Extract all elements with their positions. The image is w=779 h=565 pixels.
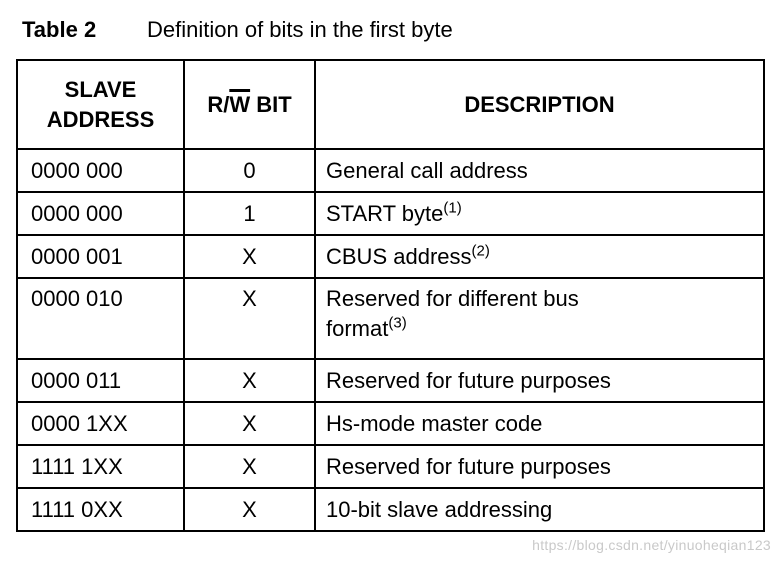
table-row: 0000 011 X Reserved for future purposes	[16, 358, 765, 403]
rw-bit-cell: X	[183, 277, 316, 360]
table-row: 0000 001 X CBUS address(2)	[16, 234, 765, 279]
slave-address-cell: 0000 011	[16, 358, 185, 403]
description-text: CBUS address	[326, 243, 472, 269]
description-cell: START byte(1)	[314, 191, 765, 236]
description-cell: Reserved for future purposes	[314, 358, 765, 403]
bit-definition-table: SLAVE ADDRESS R/W BIT DESCRIPTION 0000 0…	[16, 59, 765, 532]
table-caption-label: Table 2	[22, 17, 97, 42]
table-row: 0000 000 0 General call address	[16, 148, 765, 193]
watermark: https://blog.csdn.net/yinuoheqian123	[532, 537, 771, 553]
rw-bit-cell: X	[183, 401, 316, 446]
table-row: 0000 1XX X Hs-mode master code	[16, 401, 765, 446]
footnote-ref: (3)	[388, 314, 407, 332]
slave-address-cell: 0000 000	[16, 191, 185, 236]
description-text: Hs-mode master code	[326, 410, 543, 436]
footnote-ref: (1)	[443, 199, 462, 217]
table-row: 0000 000 1 START byte(1)	[16, 191, 765, 236]
rw-bit-cell: 1	[183, 191, 316, 236]
description-cell: 10-bit slave addressing	[314, 487, 765, 532]
slave-address-cell: 1111 0XX	[16, 487, 185, 532]
description-cell: Hs-mode master code	[314, 401, 765, 446]
description-text: START byte	[326, 200, 444, 226]
slave-address-cell: 0000 010	[16, 277, 185, 360]
description-cell: Reserved for different bus format(3)	[314, 277, 765, 360]
rw-bit-cell: 0	[183, 148, 316, 193]
rw-bit-cell: X	[183, 444, 316, 489]
rw-bit-cell: X	[183, 487, 316, 532]
table-row: 1111 0XX X 10-bit slave addressing	[16, 487, 765, 532]
description-cell: CBUS address(2)	[314, 234, 765, 279]
rw-bit-cell: X	[183, 234, 316, 279]
table-caption: Table 2 Definition of bits in the first b…	[22, 17, 453, 43]
description-text: General call address	[326, 157, 528, 183]
slave-address-cell: 0000 001	[16, 234, 185, 279]
rw-bit-prefix: R/	[207, 91, 230, 117]
header-rw-bit: R/W BIT	[183, 59, 316, 150]
footnote-ref: (2)	[471, 242, 490, 260]
rw-bit-cell: X	[183, 358, 316, 403]
description-text: 10-bit slave addressing	[326, 496, 553, 522]
rw-bit-suffix: BIT	[250, 91, 292, 117]
table-caption-text: Definition of bits in the first byte	[147, 17, 453, 42]
header-slave-address: SLAVE ADDRESS	[16, 59, 185, 150]
table-header-row: SLAVE ADDRESS R/W BIT DESCRIPTION	[16, 59, 765, 150]
header-description: DESCRIPTION	[314, 59, 765, 150]
rw-bit-overline-w: W	[229, 91, 251, 117]
slave-address-cell: 1111 1XX	[16, 444, 185, 489]
table-row: 0000 010 X Reserved for different bus fo…	[16, 277, 765, 360]
description-text: Reserved for different bus format	[326, 286, 579, 341]
description-text: Reserved for future purposes	[326, 453, 611, 479]
description-cell: Reserved for future purposes	[314, 444, 765, 489]
table-row: 1111 1XX X Reserved for future purposes	[16, 444, 765, 489]
description-cell: General call address	[314, 148, 765, 193]
slave-address-cell: 0000 000	[16, 148, 185, 193]
description-text: Reserved for future purposes	[326, 367, 611, 393]
slave-address-cell: 0000 1XX	[16, 401, 185, 446]
